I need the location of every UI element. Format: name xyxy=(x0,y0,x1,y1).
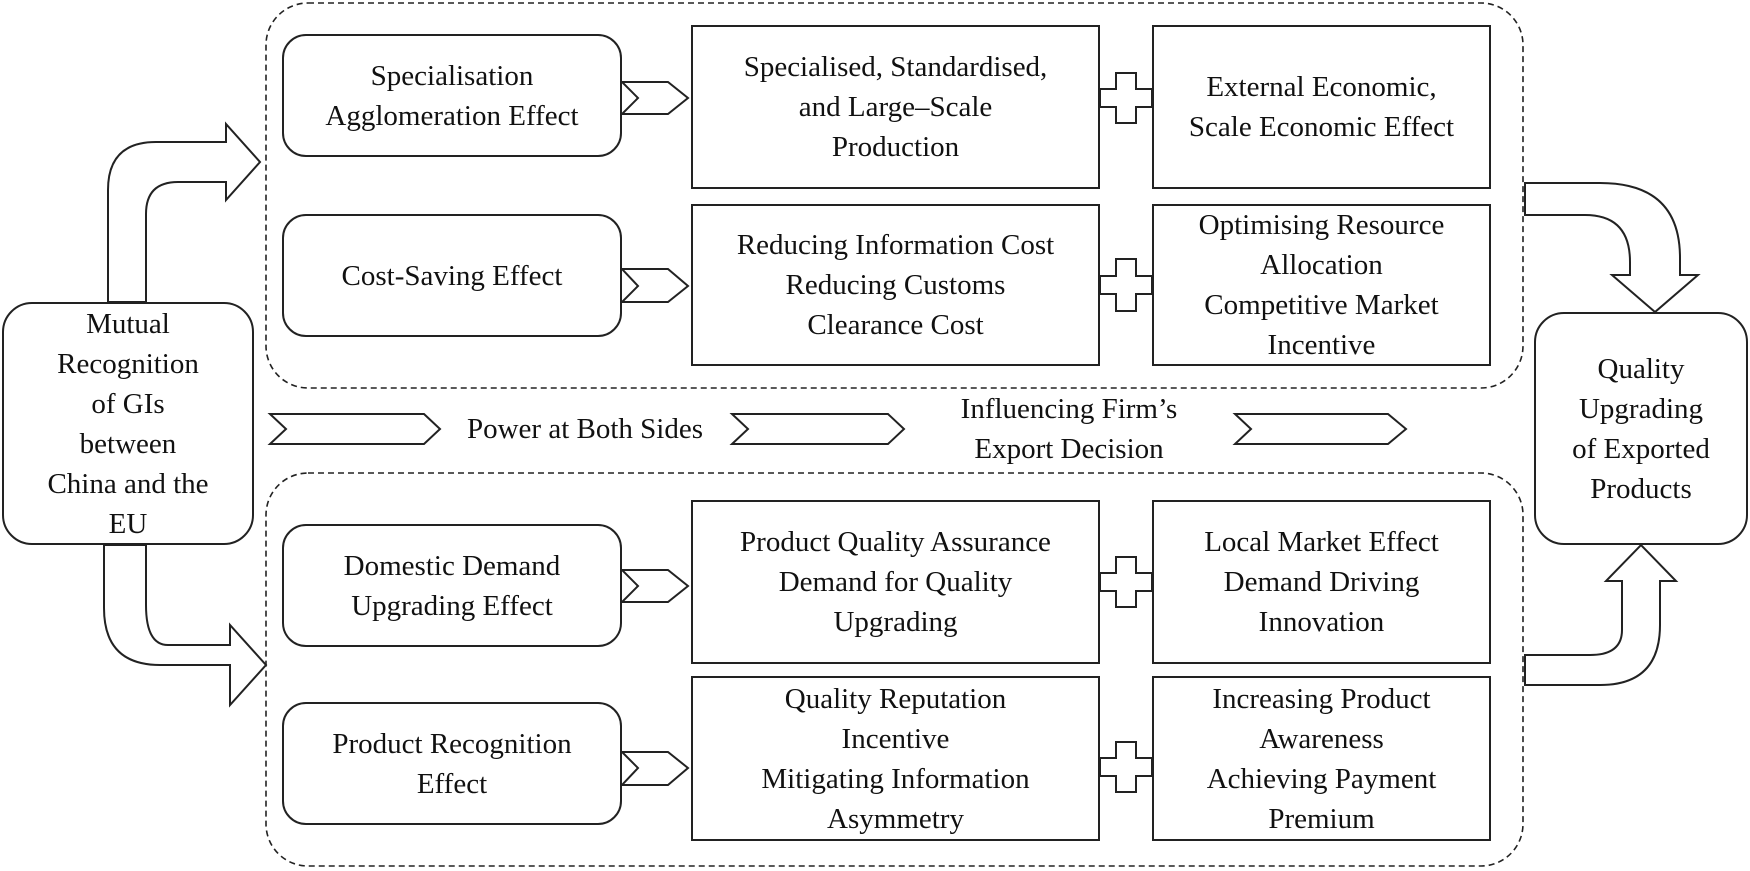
export-decision-label: Influencing Firm’s Export Decision xyxy=(960,393,1178,465)
middle-chevron-1 xyxy=(267,413,442,445)
top-group-frame xyxy=(265,2,1524,389)
chevron-row4 xyxy=(619,751,690,786)
effect-box-product-recognition: Product Recognition Effect xyxy=(282,702,622,825)
plus-connector-row4 xyxy=(1099,741,1153,793)
bottom-group-frame xyxy=(265,472,1524,867)
outcome-label: Optimising Resource Allocation Competiti… xyxy=(1198,209,1445,361)
outcome-box-specialisation: External Economic, Scale Economic Effect xyxy=(1152,25,1491,189)
mechanism-label: Reducing Information Cost Reducing Custo… xyxy=(736,229,1055,341)
chevron-row3 xyxy=(619,569,690,603)
outcome-label: Increasing Product Awareness Achieving P… xyxy=(1206,682,1437,835)
power-both-sides-label: Power at Both Sides xyxy=(466,413,704,445)
effect-label: Domestic Demand Upgrading Effect xyxy=(343,549,561,622)
mechanism-box-cost-saving: Reducing Information Cost Reducing Custo… xyxy=(691,204,1100,366)
effect-label: Product Recognition Effect xyxy=(332,727,572,800)
source-to-top-arrow xyxy=(107,121,262,303)
mechanism-label: Product Quality Assurance Demand for Qua… xyxy=(740,526,1051,638)
target-label: Quality Upgrading of Exported Products xyxy=(1572,352,1710,505)
mechanism-label: Specialised, Standardised, and Large–Sca… xyxy=(743,51,1048,163)
outcome-box-domestic-demand: Local Market Effect Demand Driving Innov… xyxy=(1152,500,1491,664)
mechanism-box-domestic-demand: Product Quality Assurance Demand for Qua… xyxy=(691,500,1100,664)
chevron-row1 xyxy=(619,81,690,115)
mechanism-box-product-recognition: Quality Reputation Incentive Mitigating … xyxy=(691,676,1100,841)
source-to-bottom-arrow xyxy=(103,544,268,708)
outcome-label: External Economic, Scale Economic Effect xyxy=(1188,71,1455,143)
effect-label: Cost-Saving Effect xyxy=(341,259,563,292)
middle-chevron-3 xyxy=(1232,413,1408,445)
source-box: Mutual Recognition of GIs between China … xyxy=(2,302,254,545)
effect-label: Specialisation Agglomeration Effect xyxy=(325,59,579,132)
effect-box-domestic-demand: Domestic Demand Upgrading Effect xyxy=(282,524,622,647)
source-label: Mutual Recognition of GIs between China … xyxy=(47,307,209,540)
chevron-row2 xyxy=(619,268,690,303)
target-box: Quality Upgrading of Exported Products xyxy=(1534,312,1748,545)
effect-box-specialisation: Specialisation Agglomeration Effect xyxy=(282,34,622,157)
outcome-label: Local Market Effect Demand Driving Innov… xyxy=(1204,526,1439,638)
top-to-target-arrow xyxy=(1524,182,1701,314)
plus-connector-row1 xyxy=(1099,72,1153,124)
outcome-box-product-recognition: Increasing Product Awareness Achieving P… xyxy=(1152,676,1491,841)
mechanism-label: Quality Reputation Incentive Mitigating … xyxy=(761,682,1030,835)
effect-box-cost-saving: Cost-Saving Effect xyxy=(282,214,622,337)
mechanism-box-specialisation: Specialised, Standardised, and Large–Sca… xyxy=(691,25,1100,189)
plus-connector-row3 xyxy=(1099,556,1153,608)
plus-connector-row2 xyxy=(1099,258,1153,312)
middle-chevron-2 xyxy=(729,413,906,445)
outcome-box-cost-saving: Optimising Resource Allocation Competiti… xyxy=(1152,204,1491,366)
bottom-to-target-arrow xyxy=(1524,543,1679,686)
